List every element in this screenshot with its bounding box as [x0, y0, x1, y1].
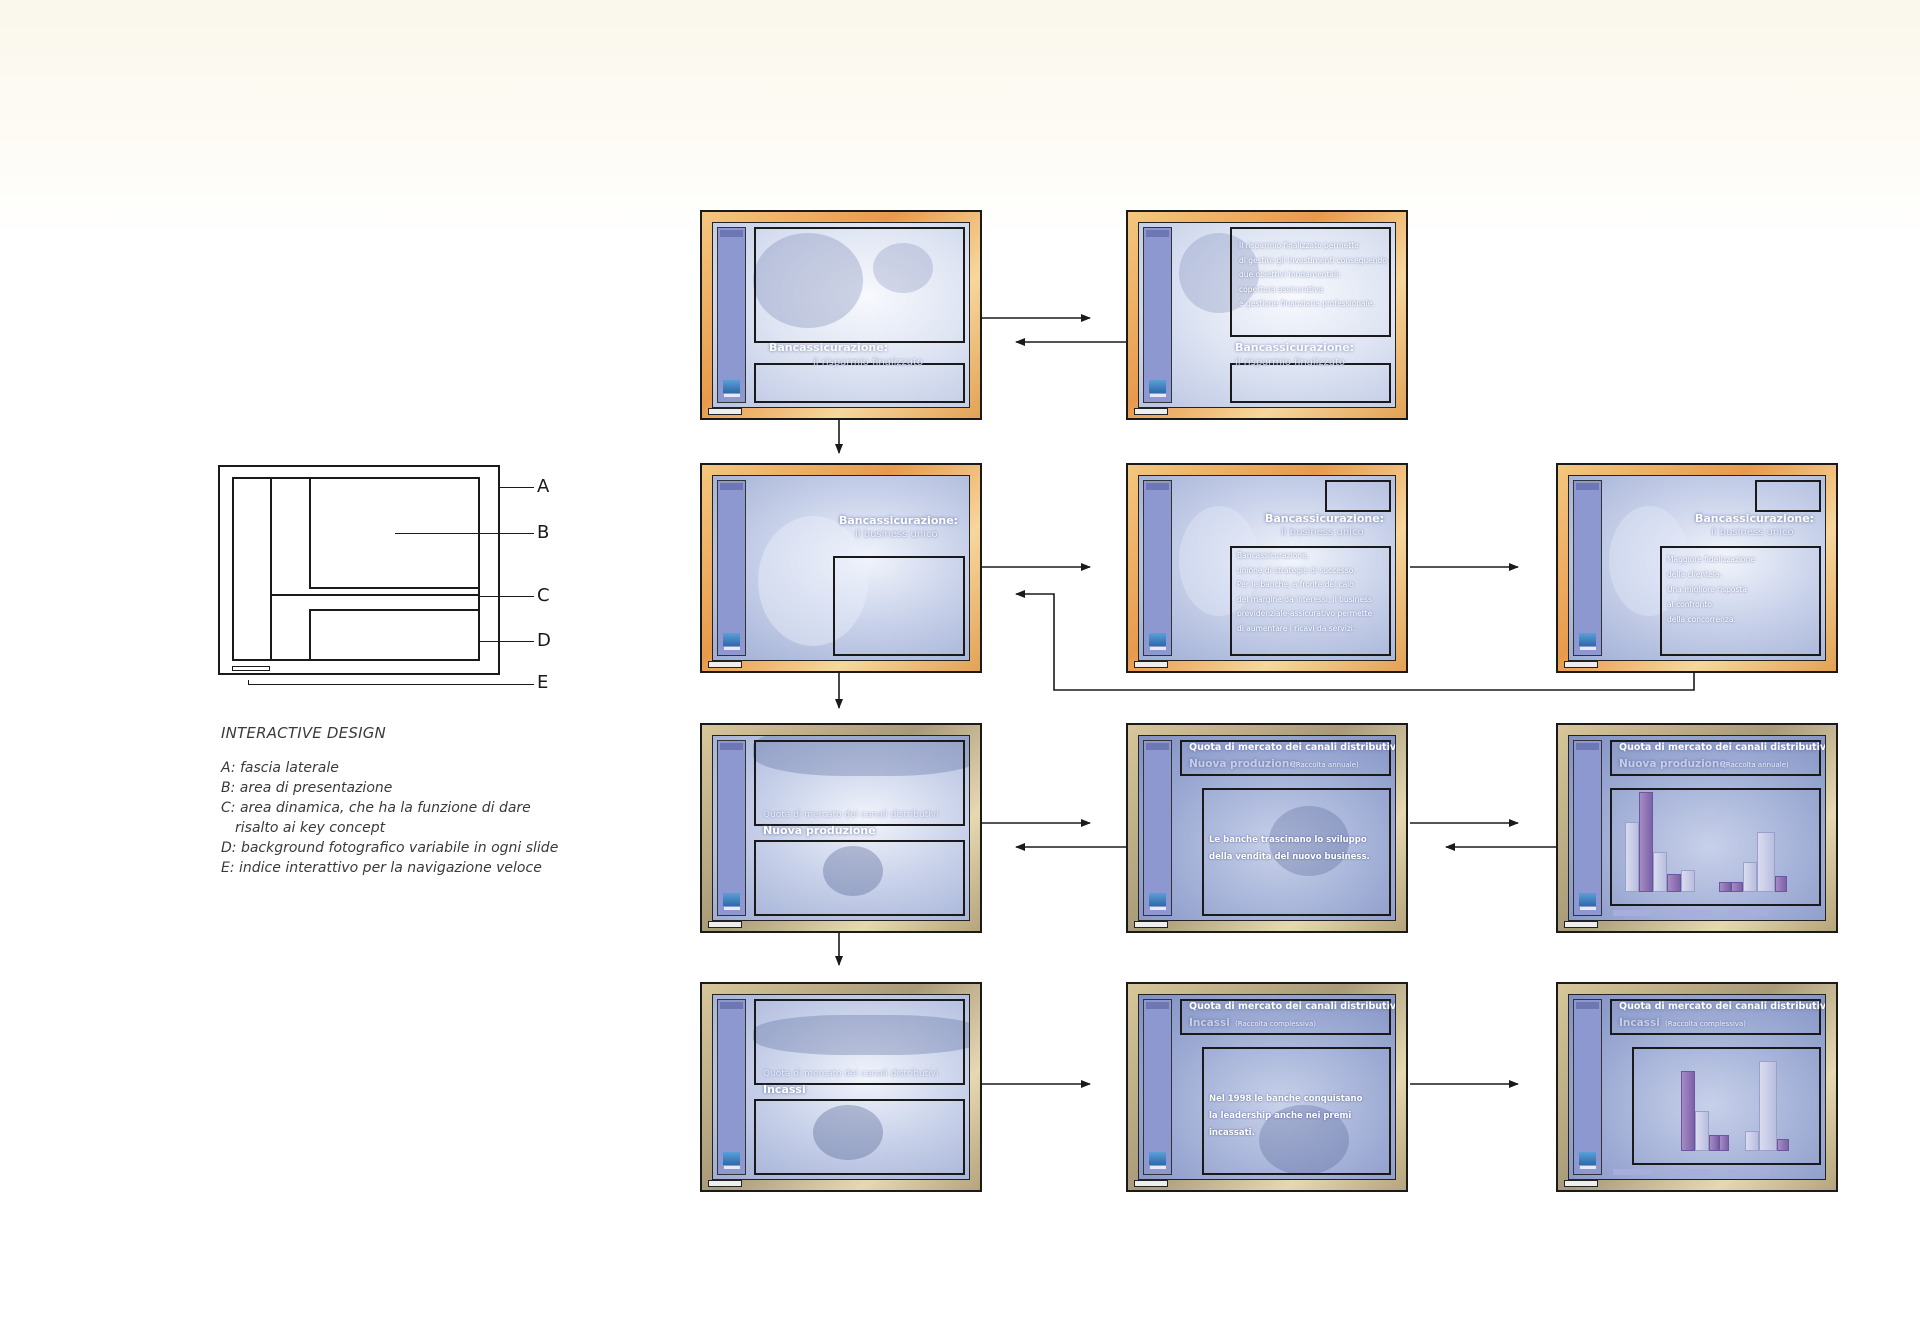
chart-bar	[1775, 876, 1787, 892]
slide-subtitle: il risparmio finalizzato	[1235, 357, 1346, 368]
slide-title: Quota di mercato dei canali distributivi	[763, 1069, 939, 1079]
leader-e	[248, 684, 534, 685]
chart-bar	[1695, 1111, 1709, 1151]
slide-title: Quota di mercato dei canali distributivi	[1619, 1001, 1826, 1012]
wireframe-right-edge	[478, 477, 480, 661]
chart-bar	[1681, 870, 1695, 892]
chart-bar	[1639, 792, 1653, 892]
slide-thumbnail[interactable]: Quota di mercato dei canali distributivi…	[1556, 982, 1838, 1192]
label-b: B	[537, 522, 550, 543]
chart-bar	[1625, 822, 1639, 892]
slide-body-text: Il risparmio finalizzato permette di ges…	[1239, 241, 1387, 308]
slide-subtitle: Incassi	[1619, 1017, 1660, 1029]
slide-body-text: Maggiore fidelizzazione della clientela.…	[1667, 555, 1755, 624]
slide-title: Quota di mercato dei canali distributivi	[1189, 742, 1396, 753]
slide-title: Quota di mercato dei canali distributivi	[1619, 742, 1826, 753]
wireframe-sidebar-right-edge	[270, 477, 272, 661]
slide-subtitle: Incassi	[763, 1083, 806, 1096]
wireframe-sidebar-left-edge	[232, 477, 234, 661]
wireframe-area-d-top	[309, 609, 480, 611]
legend-item: A: fascia laterale	[221, 760, 339, 776]
legend-item: D: background fotografico variabile in o…	[221, 840, 559, 856]
slide-subtitle: il business unico	[855, 529, 938, 540]
slide-thumbnail[interactable]: Il risparmio finalizzato permette di ges…	[1126, 210, 1408, 420]
slide-title: Quota di mercato dei canali distributivi	[1189, 1001, 1396, 1012]
slide-note: (Raccolta annuale)	[1723, 761, 1789, 769]
slide-subtitle: Nuova produzione	[1619, 758, 1727, 770]
chart-bar	[1719, 1135, 1729, 1151]
slide-thumbnail[interactable]: Bancassicurazione: il business unico	[700, 463, 982, 673]
slide-subtitle: Nuova produzione	[763, 824, 876, 837]
slide-note: (Raccolta complessiva)	[1235, 1020, 1316, 1028]
slide-title: Bancassicurazione:	[1235, 341, 1355, 354]
slide-title: Bancassicurazione:	[1695, 512, 1815, 525]
leader-a	[498, 487, 534, 488]
slide-subtitle: il business unico	[1281, 527, 1364, 538]
slide-thumbnail[interactable]: Quota di mercato dei canali distributivi…	[1556, 723, 1838, 933]
slide-thumbnail[interactable]: Quota di mercato dei canali distributivi…	[1126, 982, 1408, 1192]
chart-bar	[1777, 1139, 1789, 1151]
slide-note: (Raccolta complessiva)	[1665, 1020, 1746, 1028]
leader-e-vertical	[248, 680, 249, 685]
slide-subtitle: Nuova produzione	[1189, 758, 1297, 770]
chart-bar	[1653, 852, 1667, 892]
wireframe-area-d-left	[309, 609, 311, 661]
chart-bar	[1745, 1131, 1759, 1151]
label-a: A	[537, 476, 550, 497]
chart-bar	[1667, 874, 1681, 892]
chart-bar	[1681, 1071, 1695, 1151]
legend-item: B: area di presentazione	[221, 780, 393, 796]
slide-title: Bancassicurazione:	[1265, 512, 1385, 525]
leader-d	[478, 641, 534, 642]
legend-text: INTERACTIVE DESIGN A: fascia laterale B:…	[221, 724, 581, 878]
wireframe-bottom-edge	[232, 659, 480, 661]
wireframe-area-b-left	[309, 477, 311, 589]
slide-body-text: Bancassicurazione, unione di strategie d…	[1237, 551, 1373, 633]
legend-item: risalto ai key concept	[235, 820, 386, 836]
slide-body-text: Nel 1998 le banche conquistano la leader…	[1209, 1094, 1363, 1138]
slide-body-text: Le banche trascinano lo sviluppo della v…	[1209, 835, 1370, 862]
slide-subtitle: Incassi	[1189, 1017, 1230, 1029]
slide-subtitle: il risparmio finalizzato	[813, 357, 924, 368]
legend-item: E: indice interattivo per la navigazione…	[221, 860, 542, 876]
leader-b	[395, 533, 534, 534]
slide-title: Bancassicurazione:	[839, 514, 959, 527]
legend-item: C: area dinamica, che ha la funzione di …	[221, 800, 531, 816]
slide-thumbnail[interactable]: Quota di mercato dei canali distributivi…	[1126, 723, 1408, 933]
label-c: C	[537, 585, 550, 606]
wireframe-area-c-line	[270, 594, 480, 596]
wireframe-area-b-bottom	[309, 587, 480, 589]
label-e: E	[537, 672, 549, 693]
slide-thumbnail[interactable]: Quota di mercato dei canali distributivi…	[700, 982, 982, 1192]
slide-note: (Raccolta annuale)	[1293, 761, 1359, 769]
chart-bar	[1757, 832, 1775, 892]
slide-title: Quota di mercato dei canali distributivi	[763, 810, 939, 820]
legend-title: INTERACTIVE DESIGN	[221, 724, 386, 742]
chart-bar	[1719, 882, 1731, 892]
slide-thumbnail[interactable]: Bancassicurazione: il business unico Ban…	[1126, 463, 1408, 673]
chart-bar	[1709, 1135, 1719, 1151]
slide-thumbnail[interactable]: Bancassicurazione: il business unico Mag…	[1556, 463, 1838, 673]
label-d: D	[537, 630, 551, 651]
chart-bar	[1743, 862, 1757, 892]
slide-thumbnail[interactable]: Bancassicurazione: il risparmio finalizz…	[700, 210, 982, 420]
slide-title: Bancassicurazione:	[769, 341, 889, 354]
leader-c	[478, 596, 534, 597]
slide-subtitle: il business unico	[1711, 527, 1794, 538]
slide-thumbnail[interactable]: Quota di mercato dei canali distributivi…	[700, 723, 982, 933]
wireframe-top-edge	[232, 477, 480, 479]
chart-bar	[1731, 882, 1743, 892]
chart-bar	[1759, 1061, 1777, 1151]
wireframe-diagram	[218, 465, 500, 675]
arrow-return	[1015, 590, 1695, 691]
wireframe-index-bar	[232, 666, 270, 671]
